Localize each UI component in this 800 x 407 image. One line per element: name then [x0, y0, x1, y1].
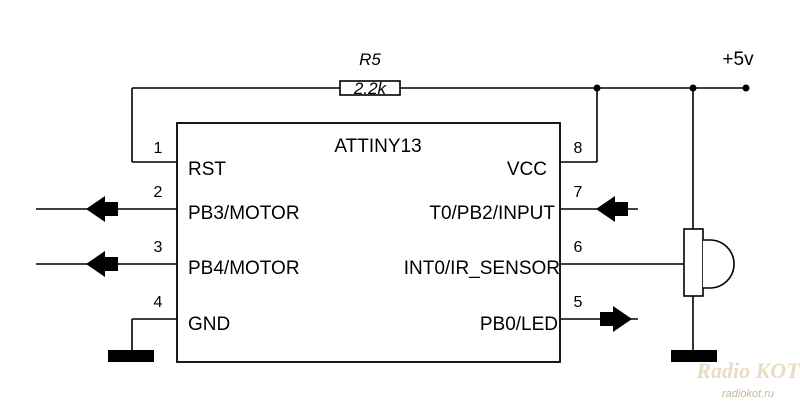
pin-label-pb3: PB3/MOTOR	[188, 203, 300, 224]
resistor-ref: R5	[359, 50, 381, 69]
ground-symbol-right	[671, 350, 717, 362]
ir-sensor	[560, 88, 735, 362]
pin-num-7: 7	[574, 184, 583, 201]
junction-dot-1	[593, 84, 601, 92]
pin5-output-arrow	[560, 306, 638, 332]
pin7-input-arrow	[560, 196, 638, 222]
pin-label-pb4: PB4/MOTOR	[188, 258, 300, 279]
pin-label-vcc: VCC	[507, 159, 547, 180]
pin-num-5: 5	[574, 294, 583, 311]
pin-num-1: 1	[154, 140, 163, 157]
power-rail	[131, 84, 750, 163]
watermark-site: radiokot.ru	[722, 388, 774, 400]
pin-label-int0: INT0/IR_SENSOR	[404, 258, 560, 279]
pin-num-2: 2	[154, 184, 163, 201]
resistor-r5: R5 2.2k	[339, 50, 401, 98]
ground-symbol-left	[108, 318, 177, 362]
chip-body	[176, 122, 561, 363]
pin-num-6: 6	[574, 239, 583, 256]
chip-name: ATTINY13	[334, 136, 421, 157]
pin-label-rst: RST	[188, 159, 226, 180]
pin-num-4: 4	[154, 294, 163, 311]
pin-num-3: 3	[154, 239, 163, 256]
watermark-logo: Radio KOT	[695, 358, 800, 383]
resistor-value: 2.2k	[353, 79, 388, 98]
pin-label-pb2: T0/PB2/INPUT	[429, 203, 555, 224]
pin-num-8: 8	[574, 140, 583, 157]
pin-label-pb0: PB0/LED	[480, 314, 558, 335]
power-terminal	[742, 84, 750, 92]
pin-label-gnd: GND	[188, 314, 230, 335]
watermark: Radio KOT radiokot.ru	[695, 358, 800, 400]
pin3-output-arrow	[36, 251, 177, 277]
power-label: +5v	[722, 49, 754, 70]
pin2-output-arrow	[36, 196, 177, 222]
